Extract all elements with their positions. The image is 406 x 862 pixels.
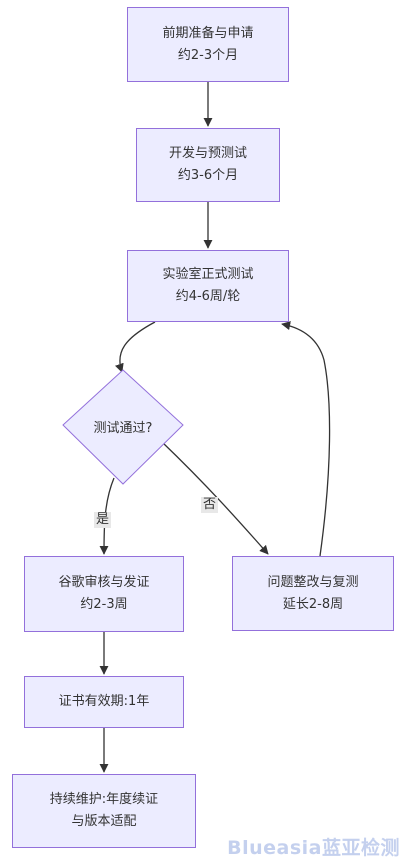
watermark-logo: Blueasia蓝亚检测 [227,837,400,859]
node-review-line1: 谷歌审核与发证 [58,575,150,590]
node-lab-line1: 实验室正式测试 [162,267,254,282]
edge-label-no: 否 [201,497,219,513]
node-lab-line2: 约4-6周/轮 [175,289,241,304]
node-maintain: 持续维护:年度续证 与版本适配 [12,774,196,848]
node-review: 谷歌审核与发证 约2-3周 [24,556,184,632]
node-rework: 问题整改与复测 延长2-8周 [232,556,394,631]
edge-rework-to-lab [281,321,331,557]
node-maintain-line1: 持续维护:年度续证 [49,792,159,807]
decision-label: 测试通过? [93,421,153,436]
edge-lab-to-decision [115,321,156,373]
node-review-line2: 约2-3周 [80,597,128,612]
node-rework-line2: 延长2-8周 [282,596,344,612]
node-prep: 前期准备与申请 约2-3个月 [127,7,289,82]
node-prep-line2: 约2-3个月 [177,47,239,63]
decision-diamond [62,369,184,485]
node-dev-line1: 开发与预测试 [168,146,247,161]
node-prep-line1: 前期准备与申请 [162,25,254,41]
node-maintain-line2: 与版本适配 [71,814,137,829]
edge-decision-to-rework [161,441,269,555]
edge-label-yes: 是 [94,512,112,528]
node-rework-line1: 问题整改与复测 [267,574,359,590]
node-lab: 实验室正式测试 约4-6周/轮 [127,250,289,322]
node-cert-line1: 证书有效期:1年 [58,694,150,709]
node-dev-line2: 约3-6个月 [177,168,239,183]
node-cert: 证书有效期:1年 [24,676,184,728]
node-dev: 开发与预测试 约3-6个月 [136,128,280,202]
